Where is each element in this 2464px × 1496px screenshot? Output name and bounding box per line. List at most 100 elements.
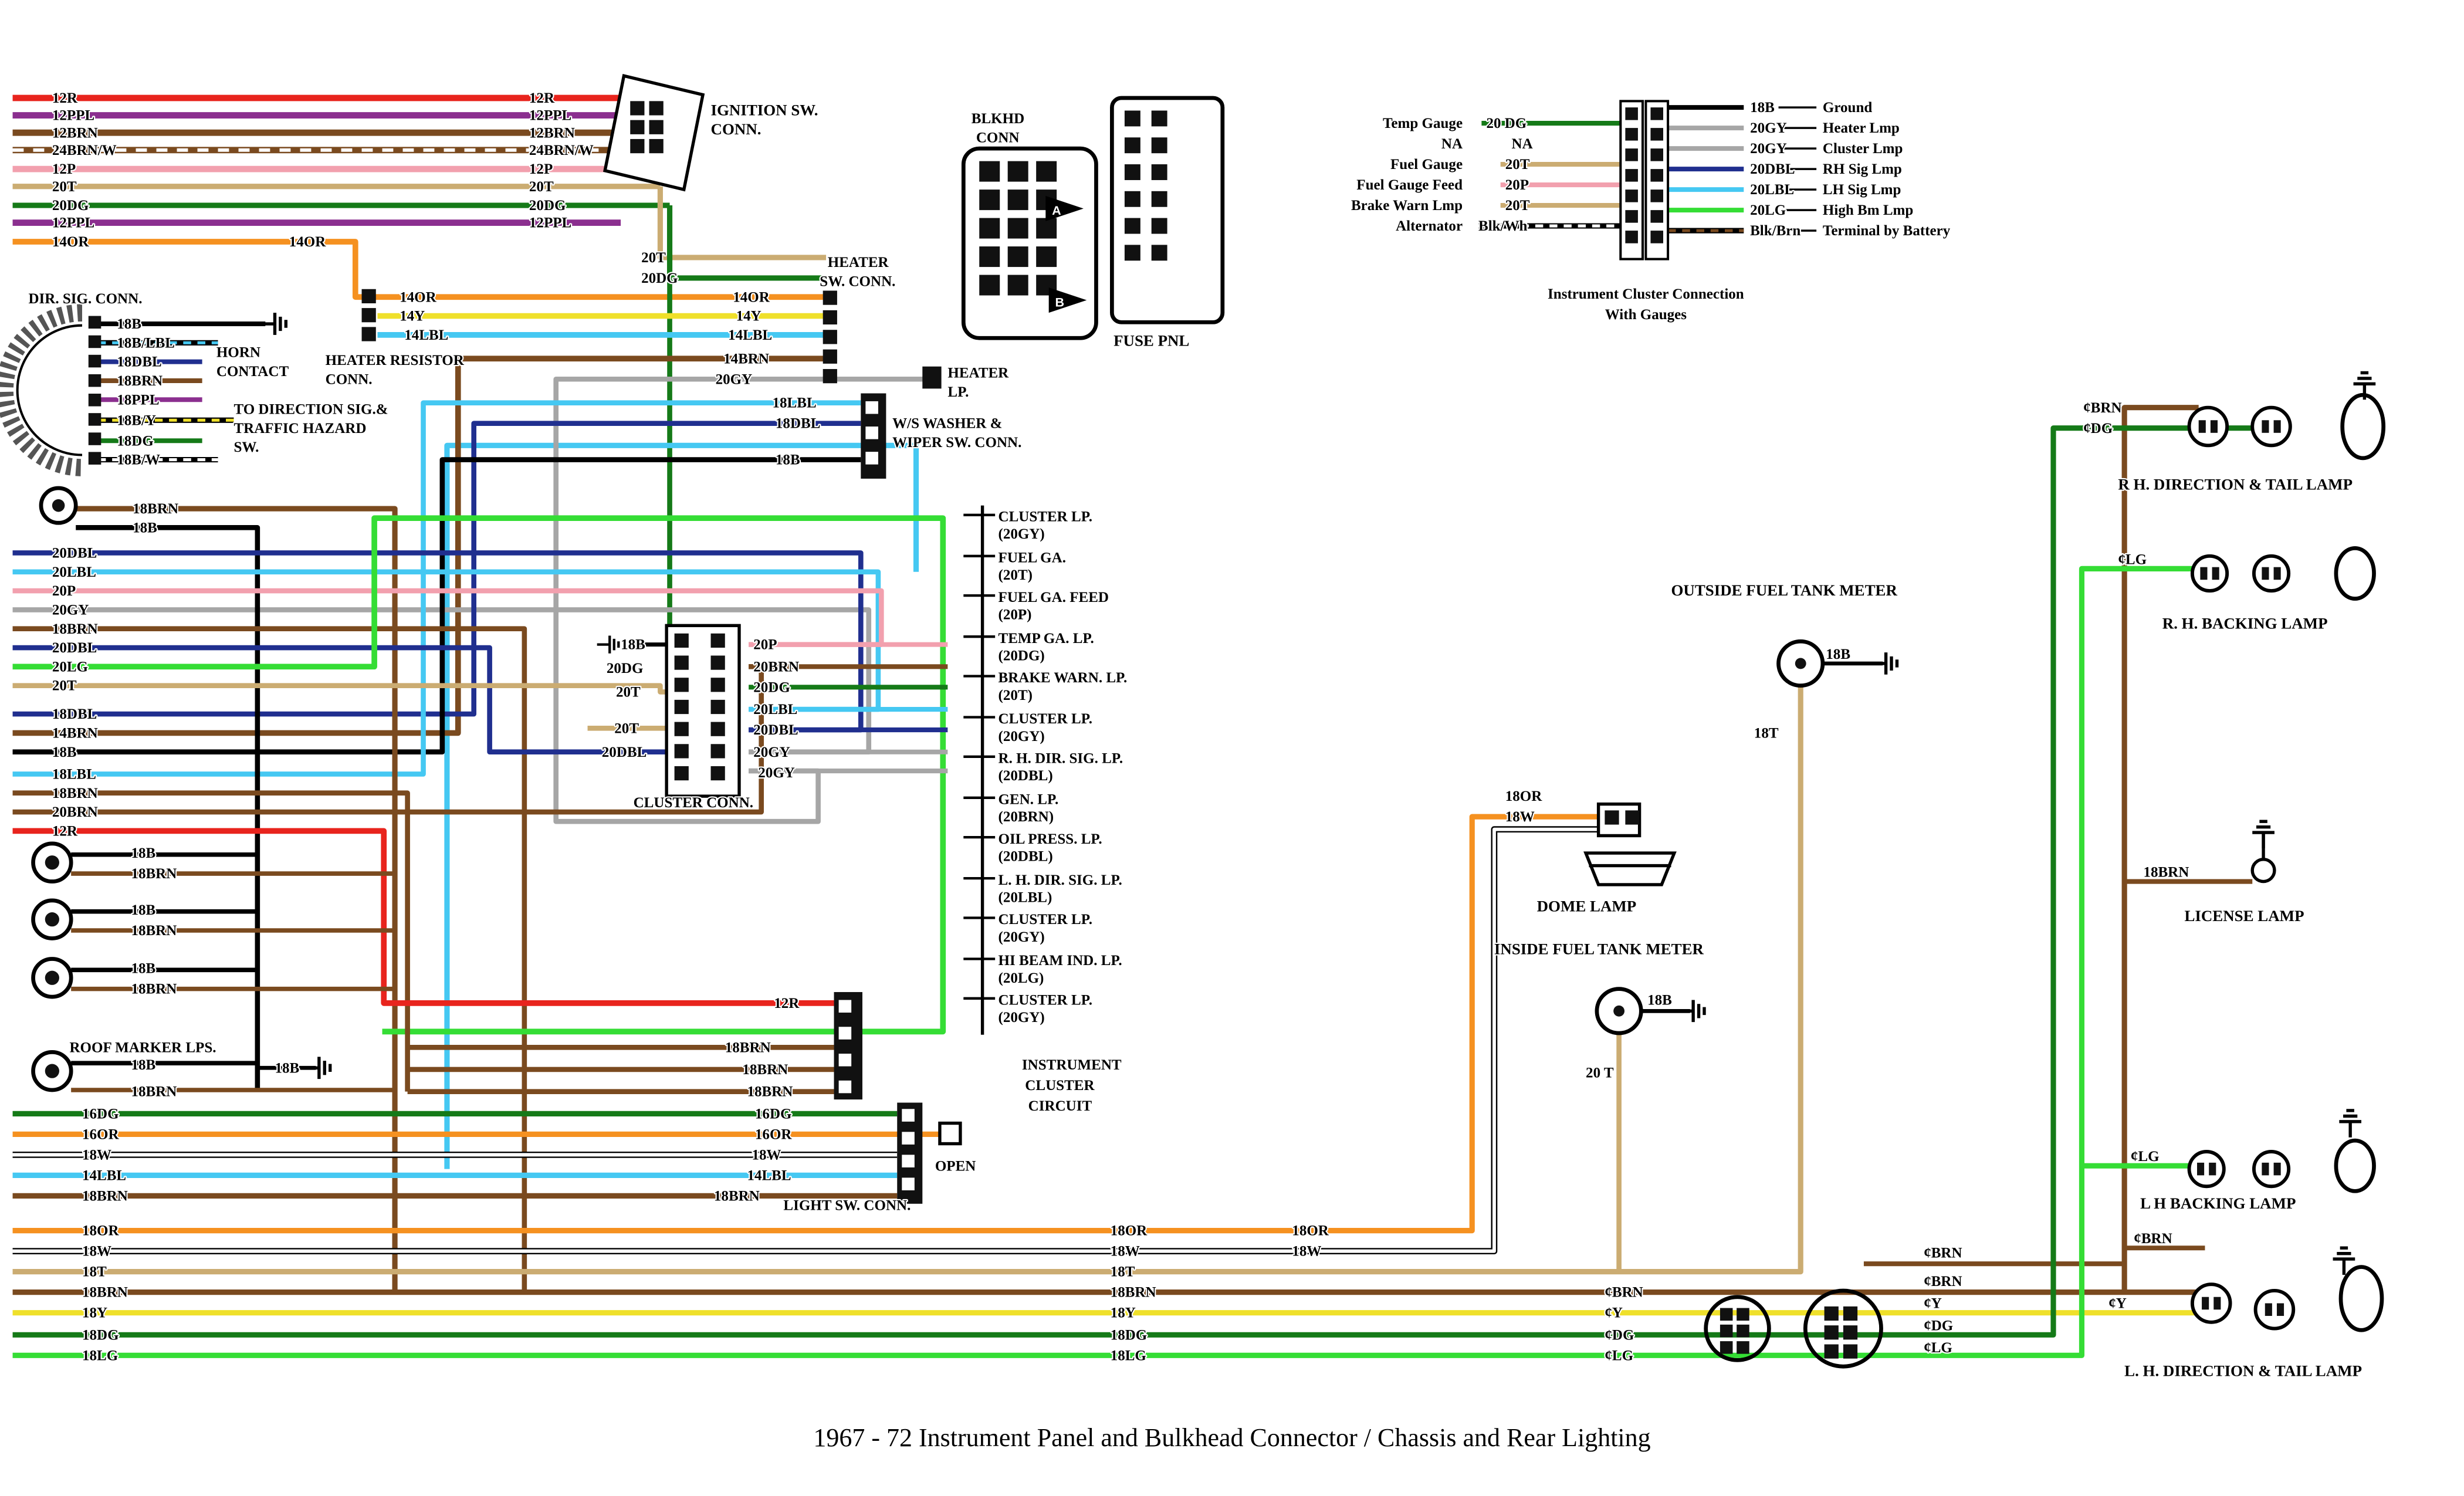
wire-label: 18LG bbox=[82, 1348, 118, 1363]
wire-label: 18OR bbox=[82, 1223, 119, 1239]
wire-label: (20GY) bbox=[999, 929, 1045, 945]
dirsig-pins-pin bbox=[88, 394, 101, 407]
wire-label: LH Sig Lmp bbox=[1823, 182, 1901, 198]
wire-label: ¢LG bbox=[1605, 1348, 1633, 1363]
lh-tail-socket-1-pin bbox=[2213, 1297, 2221, 1310]
wire-label: (20DBL) bbox=[999, 768, 1053, 784]
wire-label: 18OR bbox=[1292, 1223, 1329, 1239]
rh-tail-lamp bbox=[2340, 392, 2386, 461]
license-lamp-antenna bbox=[2252, 820, 2275, 848]
wire-label: Terminal by Battery bbox=[1823, 223, 1951, 239]
wire-label: HEATER bbox=[947, 365, 1009, 381]
lh-tail-socket-2 bbox=[2253, 1288, 2296, 1331]
wire-label: 18T bbox=[1754, 725, 1779, 741]
heater-switch-pins-pin bbox=[823, 290, 837, 305]
lh-backing-socket-2-pin bbox=[2273, 1162, 2281, 1176]
wire-18brn-vertical bbox=[2121, 405, 2199, 1292]
wire-label: FUEL GA. bbox=[999, 550, 1066, 566]
wire-label: 18BRN bbox=[131, 981, 177, 997]
chassis-connector-1-pins-pin bbox=[1737, 1308, 1749, 1321]
rh-backing-socket-1 bbox=[2190, 554, 2229, 593]
wire-label: (20GY) bbox=[999, 526, 1045, 542]
lh-backing-socket-1-pin bbox=[2209, 1162, 2216, 1176]
wire-label: R. H. DIR. SIG. LP. bbox=[999, 751, 1123, 767]
wire-label: (20LG) bbox=[999, 970, 1044, 986]
open-connector bbox=[938, 1121, 962, 1146]
inside-fuel-meter-core bbox=[1613, 1005, 1625, 1017]
cluster-conn-pins-left-pin bbox=[674, 633, 689, 648]
wire-label: DOME LAMP bbox=[1537, 898, 1637, 915]
wire-label: W/S WASHER & bbox=[892, 416, 1002, 432]
wire-label: B bbox=[1055, 295, 1064, 309]
wire-label: 20P bbox=[52, 583, 76, 599]
light-switch-pins-pin bbox=[838, 1027, 852, 1040]
wire-label: 18DG bbox=[117, 433, 154, 449]
cluster-conn-pins-left-pin bbox=[674, 744, 689, 759]
fuse-panel-slots-pin bbox=[1124, 218, 1140, 234]
wire-label: 18LG bbox=[1111, 1348, 1146, 1363]
dirsig-pins-pin bbox=[88, 452, 101, 465]
wire-18b-wiper bbox=[12, 457, 861, 755]
rh-tail-socket-2 bbox=[2250, 405, 2292, 448]
wire-label: CLUSTER bbox=[1025, 1078, 1095, 1094]
wire-label: 14Y bbox=[400, 309, 425, 324]
wire-label: WIPER SW. CONN. bbox=[892, 435, 1021, 451]
wire-label: ¢Y bbox=[1605, 1305, 1623, 1321]
outside-fuel-meter-core bbox=[1795, 658, 1806, 669]
wire-label: CONTACT bbox=[216, 364, 289, 380]
cluster-conn-pins-right-pin bbox=[710, 766, 725, 781]
wire-label: ¢BRN bbox=[1605, 1285, 1643, 1301]
wire-label: 20T bbox=[614, 720, 639, 736]
wire-label: 18B bbox=[776, 452, 800, 468]
wire-label: 12R bbox=[774, 996, 800, 1011]
bulkhead-pins-pin bbox=[1007, 189, 1028, 211]
wire-label: Temp Gauge bbox=[1383, 116, 1463, 131]
chassis-connector-2-pins-pin bbox=[1843, 1325, 1858, 1340]
wire-label: 18W bbox=[752, 1147, 781, 1163]
bulkhead-pins-pin bbox=[979, 161, 1000, 182]
roof-marker-lamp-3-core bbox=[45, 970, 59, 985]
heater-switch-pins-pin bbox=[823, 349, 837, 364]
wire-label: 18B/Y bbox=[117, 412, 156, 428]
wire-label: 18B bbox=[131, 902, 155, 918]
dome-lamp-connector-pins-pin bbox=[1625, 810, 1640, 825]
rh-tail-socket-1-pin bbox=[2210, 420, 2218, 433]
wire-label: 18BRN bbox=[2143, 864, 2189, 880]
wire-label: 24BRN/W bbox=[52, 143, 117, 158]
bulkhead-pins-pin bbox=[1036, 246, 1057, 268]
fuse-panel-slots-pin bbox=[1151, 218, 1167, 234]
wire-label: 18Y bbox=[1111, 1305, 1136, 1321]
wire-label: Fuel Gauge bbox=[1390, 157, 1463, 172]
wire-label: DIR. SIG. CONN. bbox=[28, 291, 142, 307]
wire-label: 18B bbox=[621, 637, 645, 653]
heater-resistor-pins-pin bbox=[361, 327, 376, 341]
wire-label: 18BRN bbox=[117, 373, 163, 389]
wire-label: L H BACKING LAMP bbox=[2140, 1194, 2296, 1212]
wire-label: (20T) bbox=[999, 567, 1033, 583]
light-switch-pins-2-pin bbox=[902, 1109, 915, 1122]
fuse-panel-slots-pin bbox=[1151, 191, 1167, 207]
light-switch-pins-pin bbox=[838, 1000, 852, 1013]
chassis-connector-2-pins-pin bbox=[1824, 1306, 1839, 1321]
roof-marker-lamp-4-core bbox=[45, 1064, 59, 1078]
dirsig-pins-pin bbox=[88, 413, 101, 426]
wire-label: 18BRN bbox=[52, 786, 98, 801]
wire-label: 12PPL bbox=[52, 215, 94, 231]
arrow-a-icon bbox=[1045, 195, 1084, 221]
wire-label: 14LBL bbox=[747, 1167, 791, 1183]
wire-label: 20DG bbox=[529, 198, 566, 214]
wire-label: 20P bbox=[753, 637, 777, 653]
dirsig-pins-pin bbox=[88, 335, 101, 348]
fuse-panel-slots-pin bbox=[1151, 110, 1167, 127]
wire-label: Fuel Gauge Feed bbox=[1356, 177, 1463, 193]
lh-tail-socket-2-pin bbox=[2265, 1303, 2272, 1316]
wire-label: ¢LG bbox=[2131, 1149, 2160, 1165]
wire-label: IGNITION SW. bbox=[711, 101, 818, 119]
wire-label: 20T bbox=[52, 678, 77, 694]
rh-backing-socket-2-pin bbox=[2273, 567, 2281, 580]
cluster-connection-pins-b-pin bbox=[1650, 128, 1663, 141]
lh-backing-lamp bbox=[2334, 1138, 2376, 1193]
ignition-pins-pin bbox=[649, 120, 664, 134]
wire-label: 20 T bbox=[1586, 1065, 1614, 1081]
